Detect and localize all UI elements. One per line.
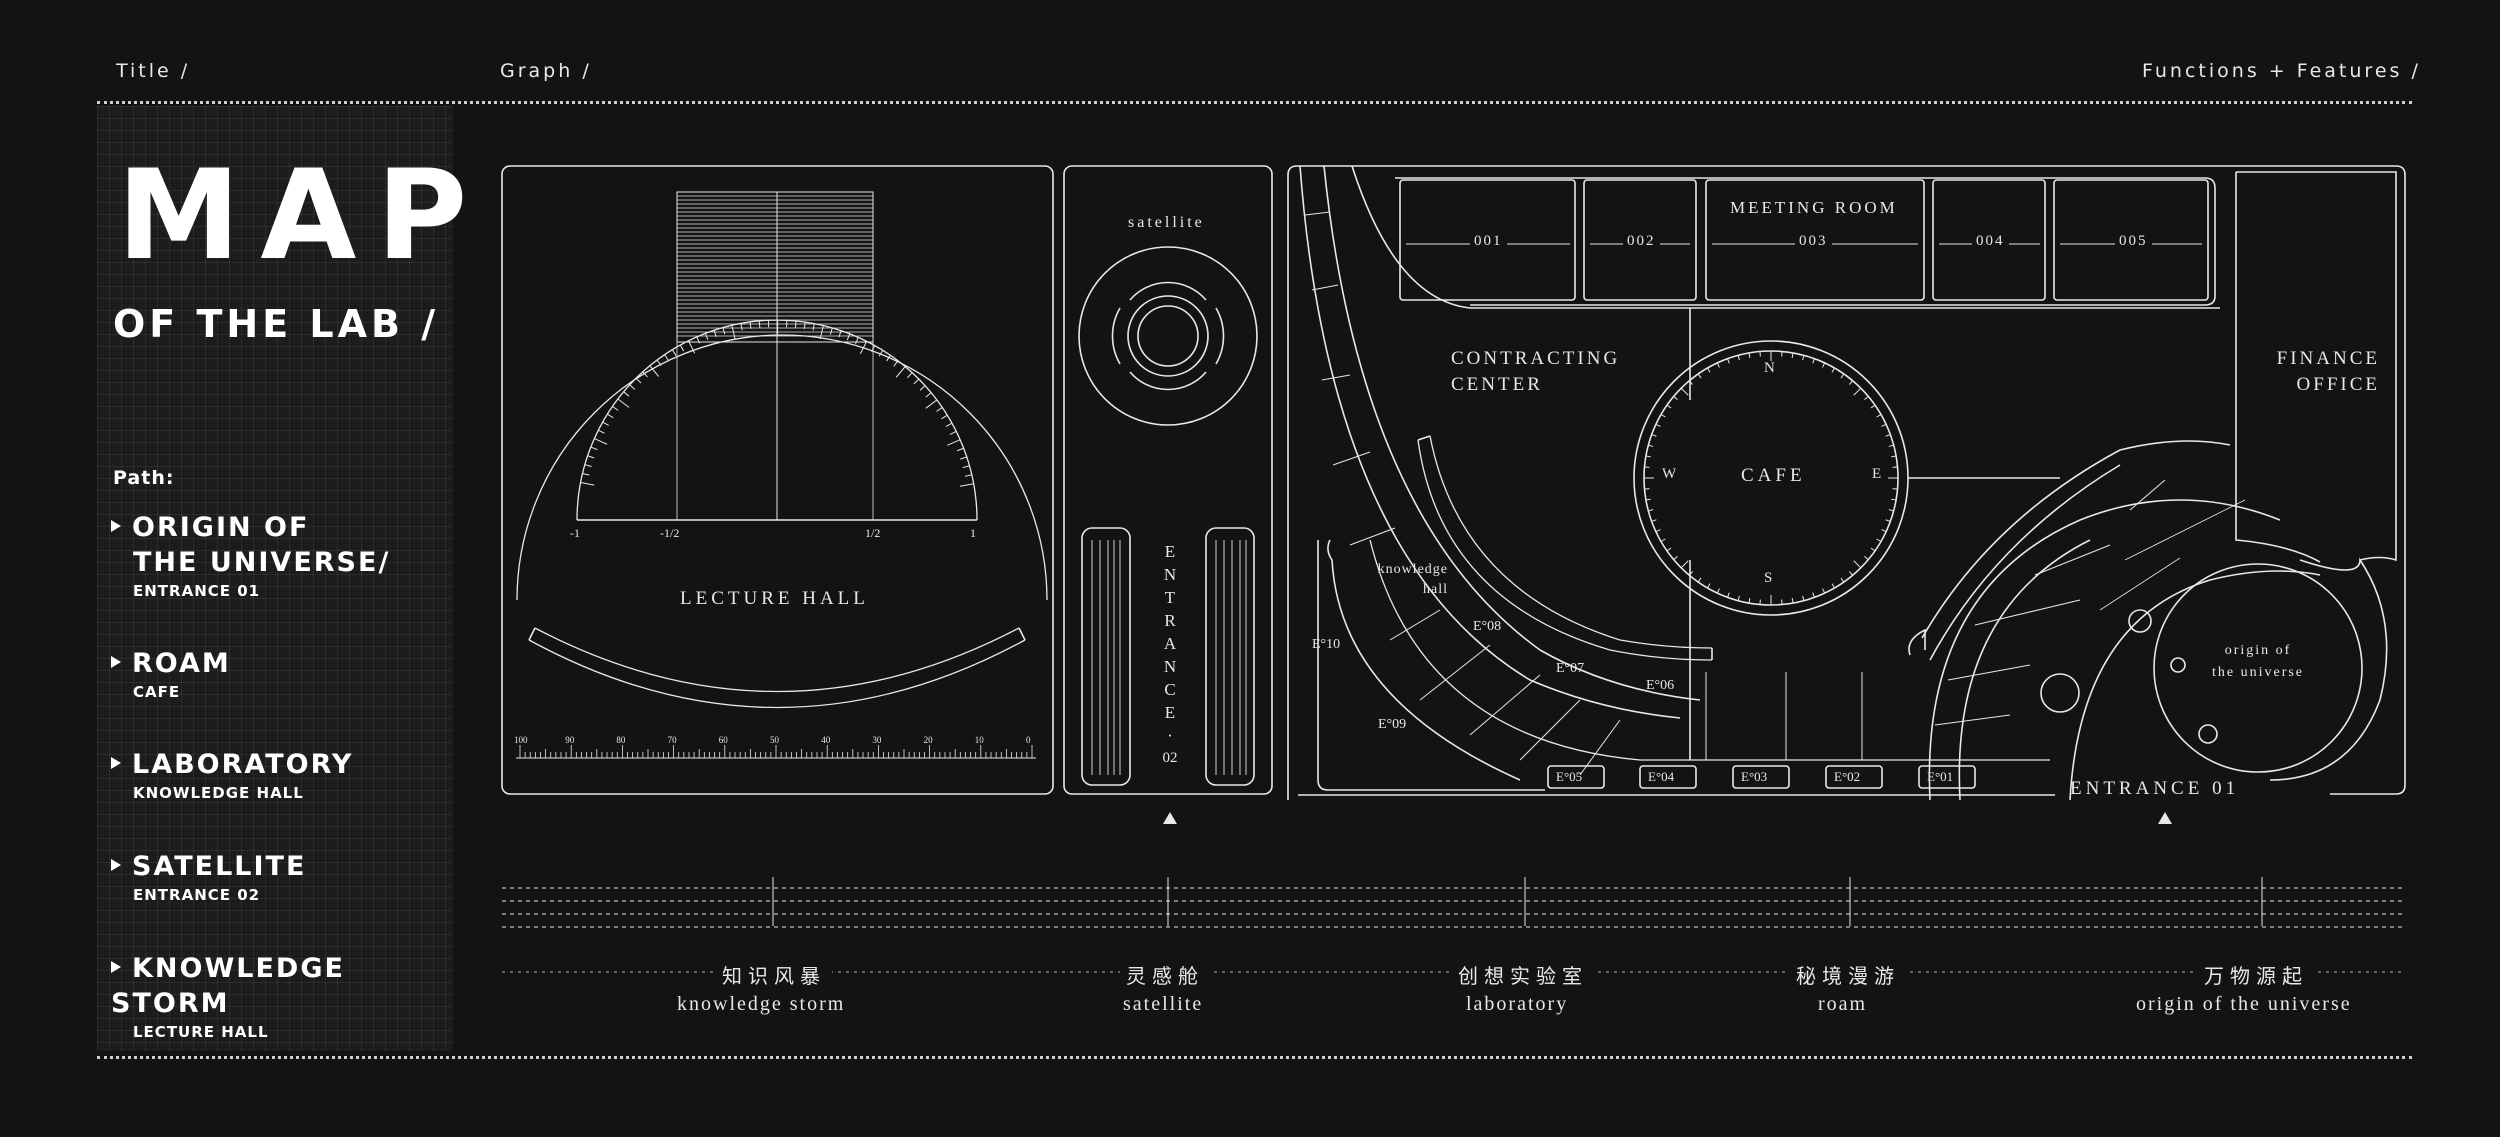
gate-e02[interactable]: E°02 <box>1834 769 1861 784</box>
room-003[interactable]: 003 <box>1795 233 1832 250</box>
gate-e06: E°06 <box>1646 678 1675 693</box>
timeline-en-laboratory: laboratory <box>1466 993 1569 1015</box>
path-item-label: LABORATORY <box>132 749 354 780</box>
timeline-cn-knowledge-storm: 知识风暴 <box>716 960 832 989</box>
arrow-icon <box>111 961 121 973</box>
path-item-sublabel: ENTRANCE 02 <box>133 886 261 904</box>
room-002[interactable]: 002 <box>1623 233 1660 250</box>
arrow-icon <box>111 757 121 769</box>
path-item-label: ROAM <box>132 648 231 679</box>
satellite-label: satellite <box>1128 214 1205 231</box>
entrance-01-marker-icon <box>2158 812 2172 824</box>
ruler-tick-label: 60 <box>718 735 728 745</box>
arrow-icon <box>111 859 121 871</box>
arrow-icon <box>111 520 121 532</box>
axis-label-neg1: -1 <box>570 526 580 540</box>
room-005[interactable]: 005 <box>2115 233 2152 250</box>
axis-label-half: 1/2 <box>865 526 881 540</box>
ruler-tick-label: 30 <box>872 735 882 745</box>
satellite-panel[interactable] <box>1063 165 1273 795</box>
ruler-tick-label: 40 <box>821 735 831 745</box>
path-label: Path: <box>113 467 175 489</box>
gate-e09: E°09 <box>1378 717 1407 732</box>
path-item-roam[interactable]: ROAM CAFE <box>111 646 231 701</box>
ruler-tick-label: 80 <box>616 735 626 745</box>
compass-e: E <box>1872 466 1882 482</box>
ruler-tick-label: 50 <box>770 735 779 745</box>
timeline-en-knowledge-storm: knowledge storm <box>677 993 846 1015</box>
path-item-label: ORIGIN OF <box>132 512 310 543</box>
entrance-02-marker-icon <box>1163 812 1177 824</box>
compass-s: S <box>1764 570 1773 586</box>
arrow-icon <box>111 656 121 668</box>
timeline-cn-satellite: 灵感舱 <box>1120 960 1210 989</box>
header-title-label: Title / <box>116 60 191 82</box>
bottom-divider <box>97 1056 2412 1059</box>
compass-n: N <box>1764 360 1775 376</box>
room-004[interactable]: 004 <box>1972 233 2009 250</box>
room-001[interactable]: 001 <box>1470 233 1507 250</box>
timeline-en-roam: roam <box>1818 993 1868 1015</box>
path-item-sublabel: CAFE <box>133 683 181 701</box>
header-graph-label: Graph / <box>500 60 592 82</box>
page-subtitle: OF THE LAB / <box>113 302 440 346</box>
gate-e03[interactable]: E°03 <box>1741 769 1768 784</box>
compass-w: W <box>1662 466 1677 482</box>
timeline-cn-origin: 万物源起 <box>2198 960 2314 989</box>
page-title: MAP <box>117 144 488 288</box>
top-divider <box>97 101 2412 104</box>
header-functions-label: Functions + Features / <box>2142 60 2421 82</box>
ruler-tick-label: 0 <box>1026 735 1031 745</box>
ruler-tick-label: 90 <box>565 735 575 745</box>
gate-e05[interactable]: E°05 <box>1556 769 1583 784</box>
axis-label-1: 1 <box>970 526 976 540</box>
lecture-hall-panel[interactable] <box>501 165 1054 795</box>
path-item-laboratory[interactable]: LABORATORY KNOWLEDGE HALL <box>111 747 353 802</box>
path-item-sublabel: LECTURE HALL <box>133 1023 269 1041</box>
ruler-tick-label: 70 <box>667 735 677 745</box>
path-item-sublabel: KNOWLEDGE HALL <box>133 784 304 802</box>
meeting-room-label: MEETING ROOM <box>1730 198 1898 217</box>
main-floor-panel[interactable] <box>1287 165 2406 801</box>
sidebar: MAP OF THE LAB / Path: ORIGIN OF THE UNI… <box>97 106 467 1051</box>
path-item-label: SATELLITE <box>132 851 307 882</box>
ruler-tick-label: 100 <box>514 735 528 745</box>
cafe-label: CAFE <box>1741 465 1806 486</box>
gate-e01[interactable]: E°01 <box>1927 769 1954 784</box>
entrance-01-label: ENTRANCE 01 <box>2070 778 2240 799</box>
timeline-en-origin: origin of the universe <box>2136 993 2352 1015</box>
lecture-hall-label: LECTURE HALL <box>680 588 869 609</box>
timeline-cn-laboratory: 创想实验室 <box>1452 960 1594 989</box>
ruler-tick-label: 20 <box>923 735 933 745</box>
axis-label-neghalf: -1/2 <box>660 526 680 540</box>
path-item-satellite[interactable]: SATELLITE ENTRANCE 02 <box>111 849 306 904</box>
ruler-tick-label: 10 <box>974 735 984 745</box>
gate-e07: E°07 <box>1556 661 1585 676</box>
timeline-en-satellite: satellite <box>1123 993 1204 1015</box>
path-item-label-line2: THE UNIVERSE/ <box>133 547 391 578</box>
path-item-knowledge-storm[interactable]: KNOWLEDGE STORM LECTURE HALL <box>111 951 453 1041</box>
path-item-origin[interactable]: ORIGIN OF THE UNIVERSE/ ENTRANCE 01 <box>111 510 390 600</box>
gate-e08: E°08 <box>1473 619 1502 634</box>
path-item-label: KNOWLEDGE STORM <box>111 953 345 1019</box>
gate-e10: E°10 <box>1312 637 1341 652</box>
gate-e04[interactable]: E°04 <box>1648 769 1675 784</box>
path-item-sublabel: ENTRANCE 01 <box>133 582 261 600</box>
timeline-cn-roam: 秘境漫游 <box>1790 960 1906 989</box>
